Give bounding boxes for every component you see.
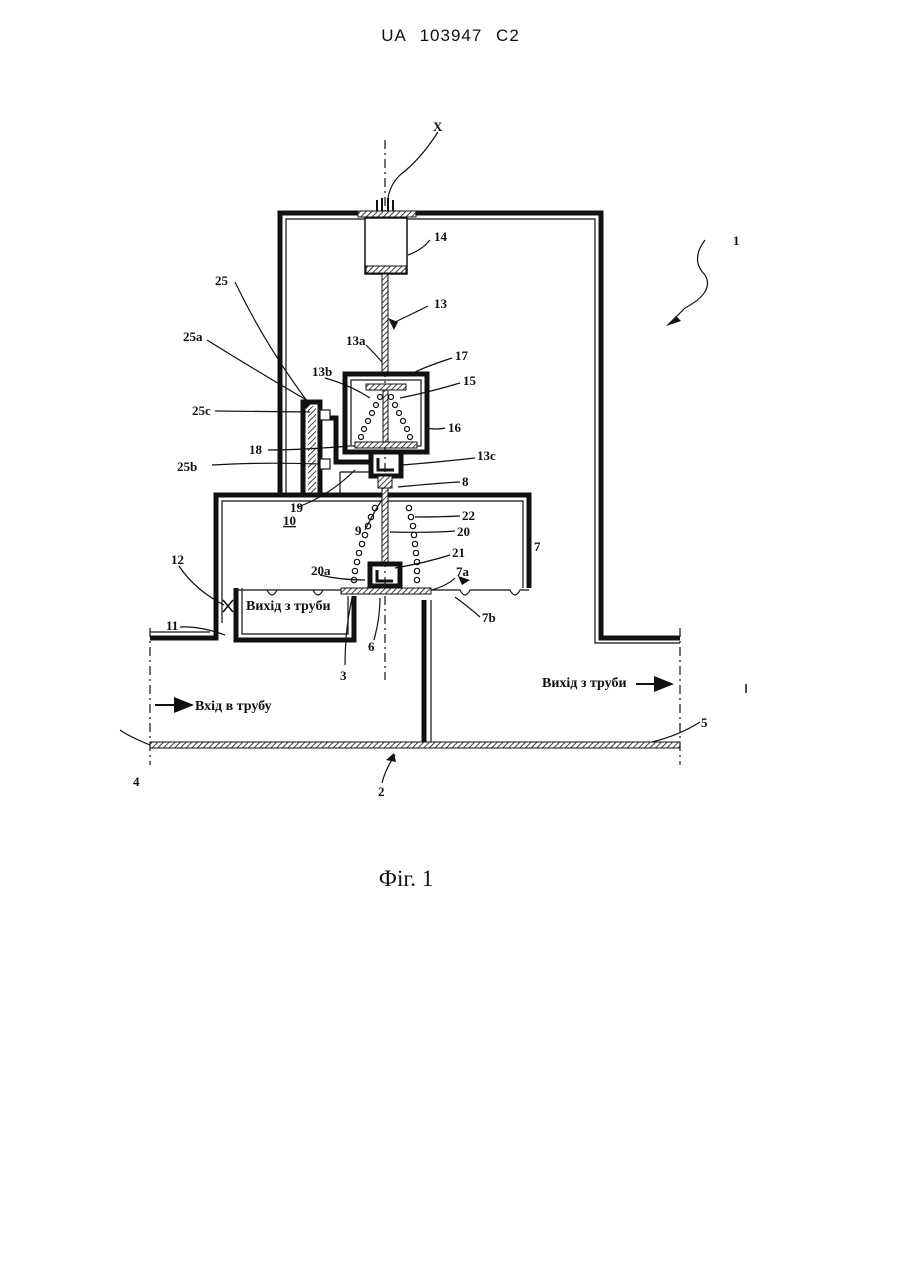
linkage-pipe-19 [340,472,371,495]
label-5: 5 [701,715,708,730]
label-1: 1 [733,233,740,248]
label-15: 15 [463,373,477,388]
arrowhead-2 [386,753,396,762]
coupling-hook [378,458,394,470]
diaphragm-7a [341,588,431,594]
label-13b: 13b [312,364,332,379]
label-20: 20 [457,524,470,539]
label-22: 22 [462,508,475,523]
stem-13a [382,274,388,372]
label-4: 4 [133,774,140,789]
outlet-box-text: Вихід з труби [246,599,331,614]
axis-leader [388,132,438,198]
membrane-left [267,590,323,595]
label-21: 21 [452,545,465,560]
arrowhead-1 [666,316,681,326]
label-8: 8 [462,474,469,489]
label-25c: 25c [192,403,211,418]
label-13a: 13a [346,333,366,348]
label-20a: 20a [311,563,331,578]
label-25b: 25b [177,459,197,474]
label-2: 2 [378,784,385,799]
arrowhead-13 [388,318,398,330]
stem-9 [382,488,388,564]
label-7b: 7b [482,610,496,625]
label-13c: 13c [477,448,496,463]
label-25a: 25a [183,329,203,344]
actuator-feedthrough [358,198,416,218]
housing-floor [355,442,417,448]
inlet-text: Вхід в трубу [195,699,272,714]
label-16: 16 [448,420,462,435]
label-25: 25 [215,273,229,288]
label-3: 3 [340,668,347,683]
label-12: 12 [171,552,184,567]
actuator-base [366,266,406,273]
outlet-right-text: Вихід з труби [542,676,627,691]
stem-13b [383,390,388,448]
membrane-7b [431,590,529,595]
label-7: 7 [534,539,541,554]
pipe-bottom [150,742,680,748]
label-6: 6 [368,639,375,654]
contact-25c [320,410,330,420]
figure-caption: Фіг. 1 [0,866,812,892]
label-14: 14 [434,229,448,244]
label-11: 11 [166,618,178,633]
coupling-13c [371,452,401,476]
contact-25b [320,459,330,469]
label-9: 9 [355,523,362,538]
seal-8 [378,476,392,488]
label-axis-x: X [433,119,443,134]
pipe-left-top [150,623,216,638]
label-18: 18 [249,442,263,457]
label-19: 19 [290,500,304,515]
label-17: 17 [455,348,469,363]
outlet-box [236,588,354,640]
upper-housing [280,213,680,638]
label-13: 13 [434,296,448,311]
valve-12-mark [223,600,233,612]
label-7a: 7a [456,564,470,579]
label-10: 10 [283,513,296,528]
plate-15 [366,384,406,390]
linkage-fill [308,406,316,495]
